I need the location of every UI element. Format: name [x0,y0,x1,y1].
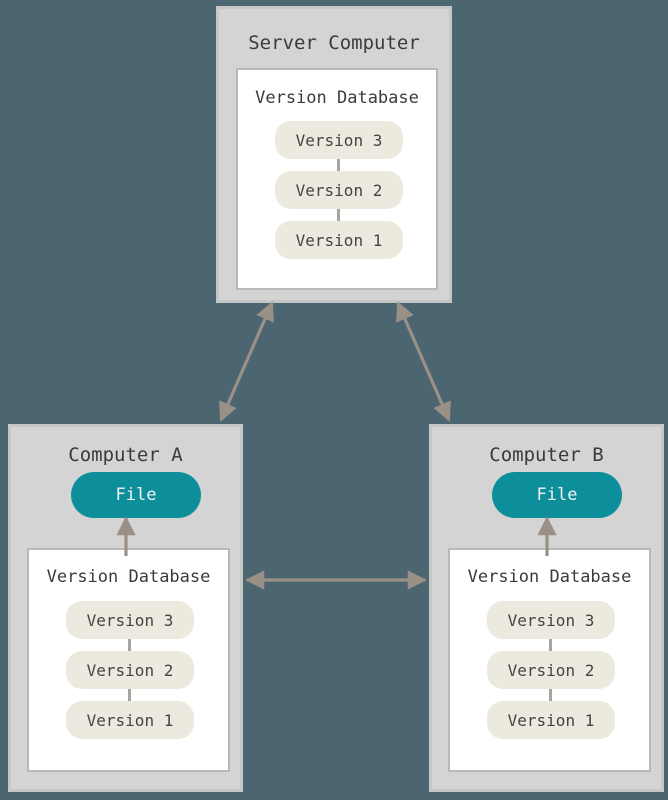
computer-a-version-pill-1[interactable]: Version 1 [66,701,194,739]
computer-b-panel: Computer B File Version Database Version… [429,424,664,792]
server-version-link-2-1 [337,209,340,221]
computer-b-version-link-3-2 [549,639,552,651]
server-version-database-box: Version Database Version 3 Version 2 Ver… [236,68,438,290]
computer-a-version-database-box: Version Database Version 3 Version 2 Ver… [27,548,230,772]
server-version-link-3-2 [337,159,340,171]
server-version-pill-1[interactable]: Version 1 [275,221,403,259]
computer-a-version-database-title: Version Database [46,567,211,587]
computer-b-version-database-title: Version Database [467,567,632,587]
computer-a-panel: Computer A File Version Database Version… [8,424,243,792]
arrow-server-to-computer-a [219,301,274,422]
server-version-pill-3[interactable]: Version 3 [275,121,403,159]
computer-b-version-pill-1[interactable]: Version 1 [487,701,615,739]
computer-b-version-database-box: Version Database Version 3 Version 2 Ver… [448,548,651,772]
server-version-pill-2[interactable]: Version 2 [275,171,403,209]
computer-a-version-pill-3[interactable]: Version 3 [66,601,194,639]
computer-a-version-link-2-1 [128,689,131,701]
computer-b-version-pill-2[interactable]: Version 2 [487,651,615,689]
computer-a-title: Computer A [68,444,183,466]
server-version-database-title: Version Database [255,88,419,108]
computer-b-file-pill[interactable]: File [492,472,622,518]
computer-b-title: Computer B [489,444,604,466]
computer-b-version-pill-3[interactable]: Version 3 [487,601,615,639]
server-computer-title: Server Computer [248,32,420,54]
computer-b-version-link-2-1 [549,689,552,701]
computer-a-version-pill-2[interactable]: Version 2 [66,651,194,689]
computer-a-file-pill[interactable]: File [71,472,201,518]
arrow-server-to-computer-b [396,301,451,422]
server-computer-panel: Server Computer Version Database Version… [216,6,452,303]
computer-a-version-link-3-2 [128,639,131,651]
